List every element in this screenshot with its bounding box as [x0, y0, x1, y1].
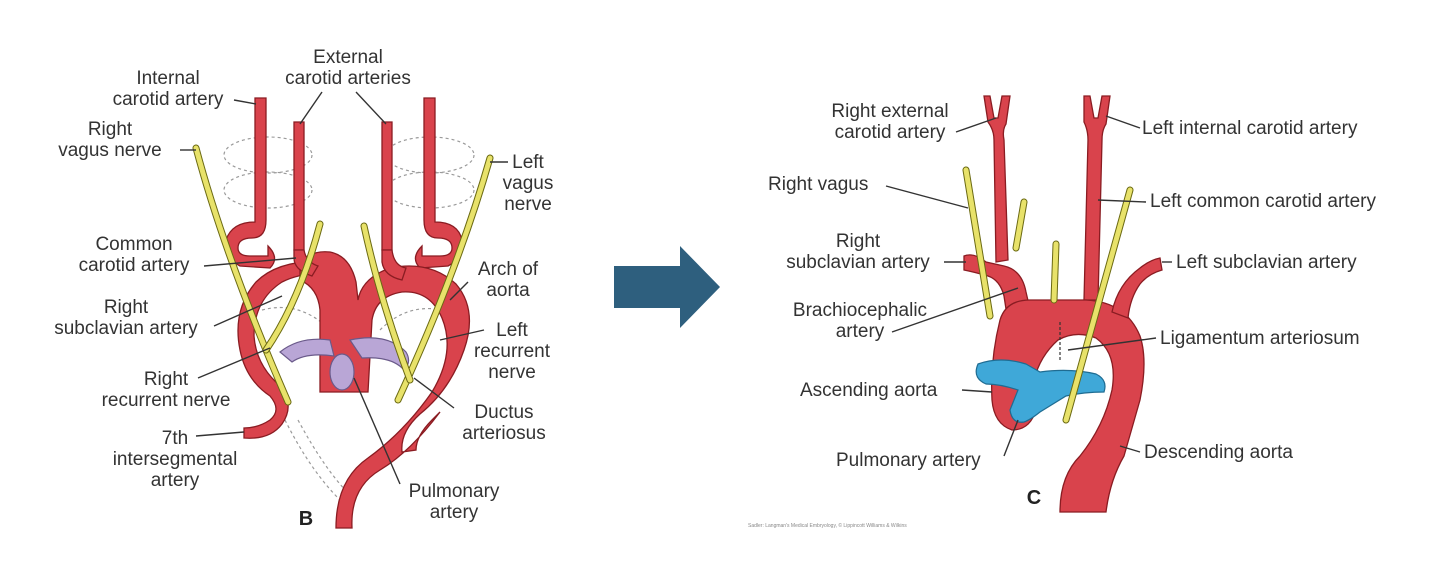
label-right-vagus-line2: vagus nerve — [58, 140, 162, 161]
label-left-vagus-line1: Left — [512, 152, 544, 173]
right-arrow-icon — [614, 246, 720, 328]
panel-b-nerves — [192, 144, 494, 406]
label-left-recurrent-line1: Left — [496, 320, 528, 341]
panel-b-arteries — [225, 97, 470, 529]
panel-b-letter: B — [299, 508, 313, 530]
label-right-external-carotid-line2: carotid artery — [835, 122, 946, 143]
panel-c: Right external carotid artery Left inter… — [748, 95, 1376, 529]
label-ligamentum-arteriosum: Ligamentum arteriosum — [1160, 328, 1360, 349]
label-right-subclavian-line2: subclavian artery — [54, 318, 198, 339]
right-internal-carotid-artery — [225, 97, 276, 269]
label-ductus-line1: Ductus — [474, 402, 533, 423]
label-internal-carotid-line2: carotid artery — [113, 89, 224, 110]
left-pulmonary-branch — [349, 337, 410, 371]
label-ductus-line2: arteriosus — [462, 423, 545, 444]
panel-c-leaders — [885, 115, 1172, 457]
label-ascending-aorta: Ascending aorta — [800, 380, 938, 401]
aortic-arch-adult — [991, 299, 1145, 513]
label-external-carotid-line2: carotid arteries — [285, 68, 411, 89]
label-left-internal-carotid: Left internal carotid artery — [1142, 118, 1358, 139]
label-internal-carotid-line1: Internal — [136, 68, 199, 89]
label-right-recurrent-line2: recurrent nerve — [102, 390, 231, 411]
right-external-carotid-artery — [293, 121, 305, 251]
label-brachiocephalic-line1: Brachiocephalic — [793, 300, 927, 321]
left-common-carotid-artery — [1083, 95, 1111, 301]
panel-c-pulmonary — [975, 359, 1106, 423]
label-right-subclavian-line1: Right — [104, 297, 149, 318]
panel-c-arteries — [963, 95, 1163, 513]
label-pulmonary-line1: Pulmonary — [409, 481, 500, 502]
label-intersegmental-line2: intersegmental — [113, 449, 238, 470]
label-left-recurrent-line3: nerve — [488, 362, 536, 383]
panel-b: External carotid arteries Internal carot… — [54, 47, 553, 530]
label-arch-aorta-line1: Arch of — [478, 259, 539, 280]
left-internal-carotid-artery — [414, 97, 463, 269]
label-left-subclavian: Left subclavian artery — [1176, 252, 1357, 273]
label-right-subclavian-line2: subclavian artery — [786, 252, 930, 273]
left-recurrent-nerve — [361, 223, 413, 383]
left-subclavian-artery — [1111, 257, 1163, 319]
label-left-vagus-line3: nerve — [504, 194, 552, 215]
label-descending-aorta: Descending aorta — [1144, 442, 1293, 463]
label-right-vagus: Right vagus — [768, 174, 868, 195]
label-external-carotid-line1: External — [313, 47, 383, 68]
label-left-recurrent-line2: recurrent — [474, 341, 551, 362]
pulmonary-trunk — [329, 353, 355, 391]
pulmonary-artery-adult — [975, 359, 1106, 423]
figure-credit: Sadler: Langman's Medical Embryology, © … — [748, 522, 907, 529]
panel-c-labels: Right external carotid artery Left inter… — [748, 101, 1376, 529]
label-common-carotid-line2: carotid artery — [79, 255, 190, 276]
right-recurrent-nerve-segment — [263, 221, 323, 353]
label-right-vagus-line1: Right — [88, 119, 133, 140]
right-pulmonary-branch — [279, 338, 335, 363]
right-recurrent-adult — [1013, 199, 1027, 251]
right-vagus-adult — [963, 167, 993, 319]
label-left-common-carotid: Left common carotid artery — [1150, 191, 1376, 212]
panel-b-leaders — [180, 91, 508, 485]
label-right-external-carotid-line1: Right external — [831, 101, 948, 122]
label-pulmonary-artery: Pulmonary artery — [836, 450, 981, 471]
left-carotid-trunk — [381, 249, 407, 281]
left-external-carotid-artery — [381, 121, 393, 251]
panel-b-pulmonary — [279, 337, 410, 391]
label-intersegmental-line1: 7th — [162, 428, 188, 449]
label-common-carotid-line1: Common — [95, 234, 172, 255]
left-vagus-adult — [1063, 187, 1133, 423]
label-brachiocephalic-line2: artery — [836, 321, 885, 342]
right-carotid-artery — [983, 95, 1011, 263]
panel-b-labels: External carotid arteries Internal carot… — [54, 47, 553, 530]
panel-c-nerves — [962, 166, 1134, 424]
label-pulmonary-line2: artery — [430, 502, 479, 523]
panel-c-letter: C — [1027, 487, 1041, 509]
label-arch-aorta-line2: aorta — [486, 280, 530, 301]
left-vagus-nerve — [395, 155, 493, 403]
label-left-vagus-line2: vagus — [503, 173, 554, 194]
label-right-recurrent-line1: Right — [144, 369, 189, 390]
label-intersegmental-line3: artery — [151, 470, 200, 491]
left-recurrent-adult — [1051, 241, 1059, 303]
right-vagus-nerve — [193, 145, 291, 405]
label-right-subclavian-line1: Right — [836, 231, 881, 252]
